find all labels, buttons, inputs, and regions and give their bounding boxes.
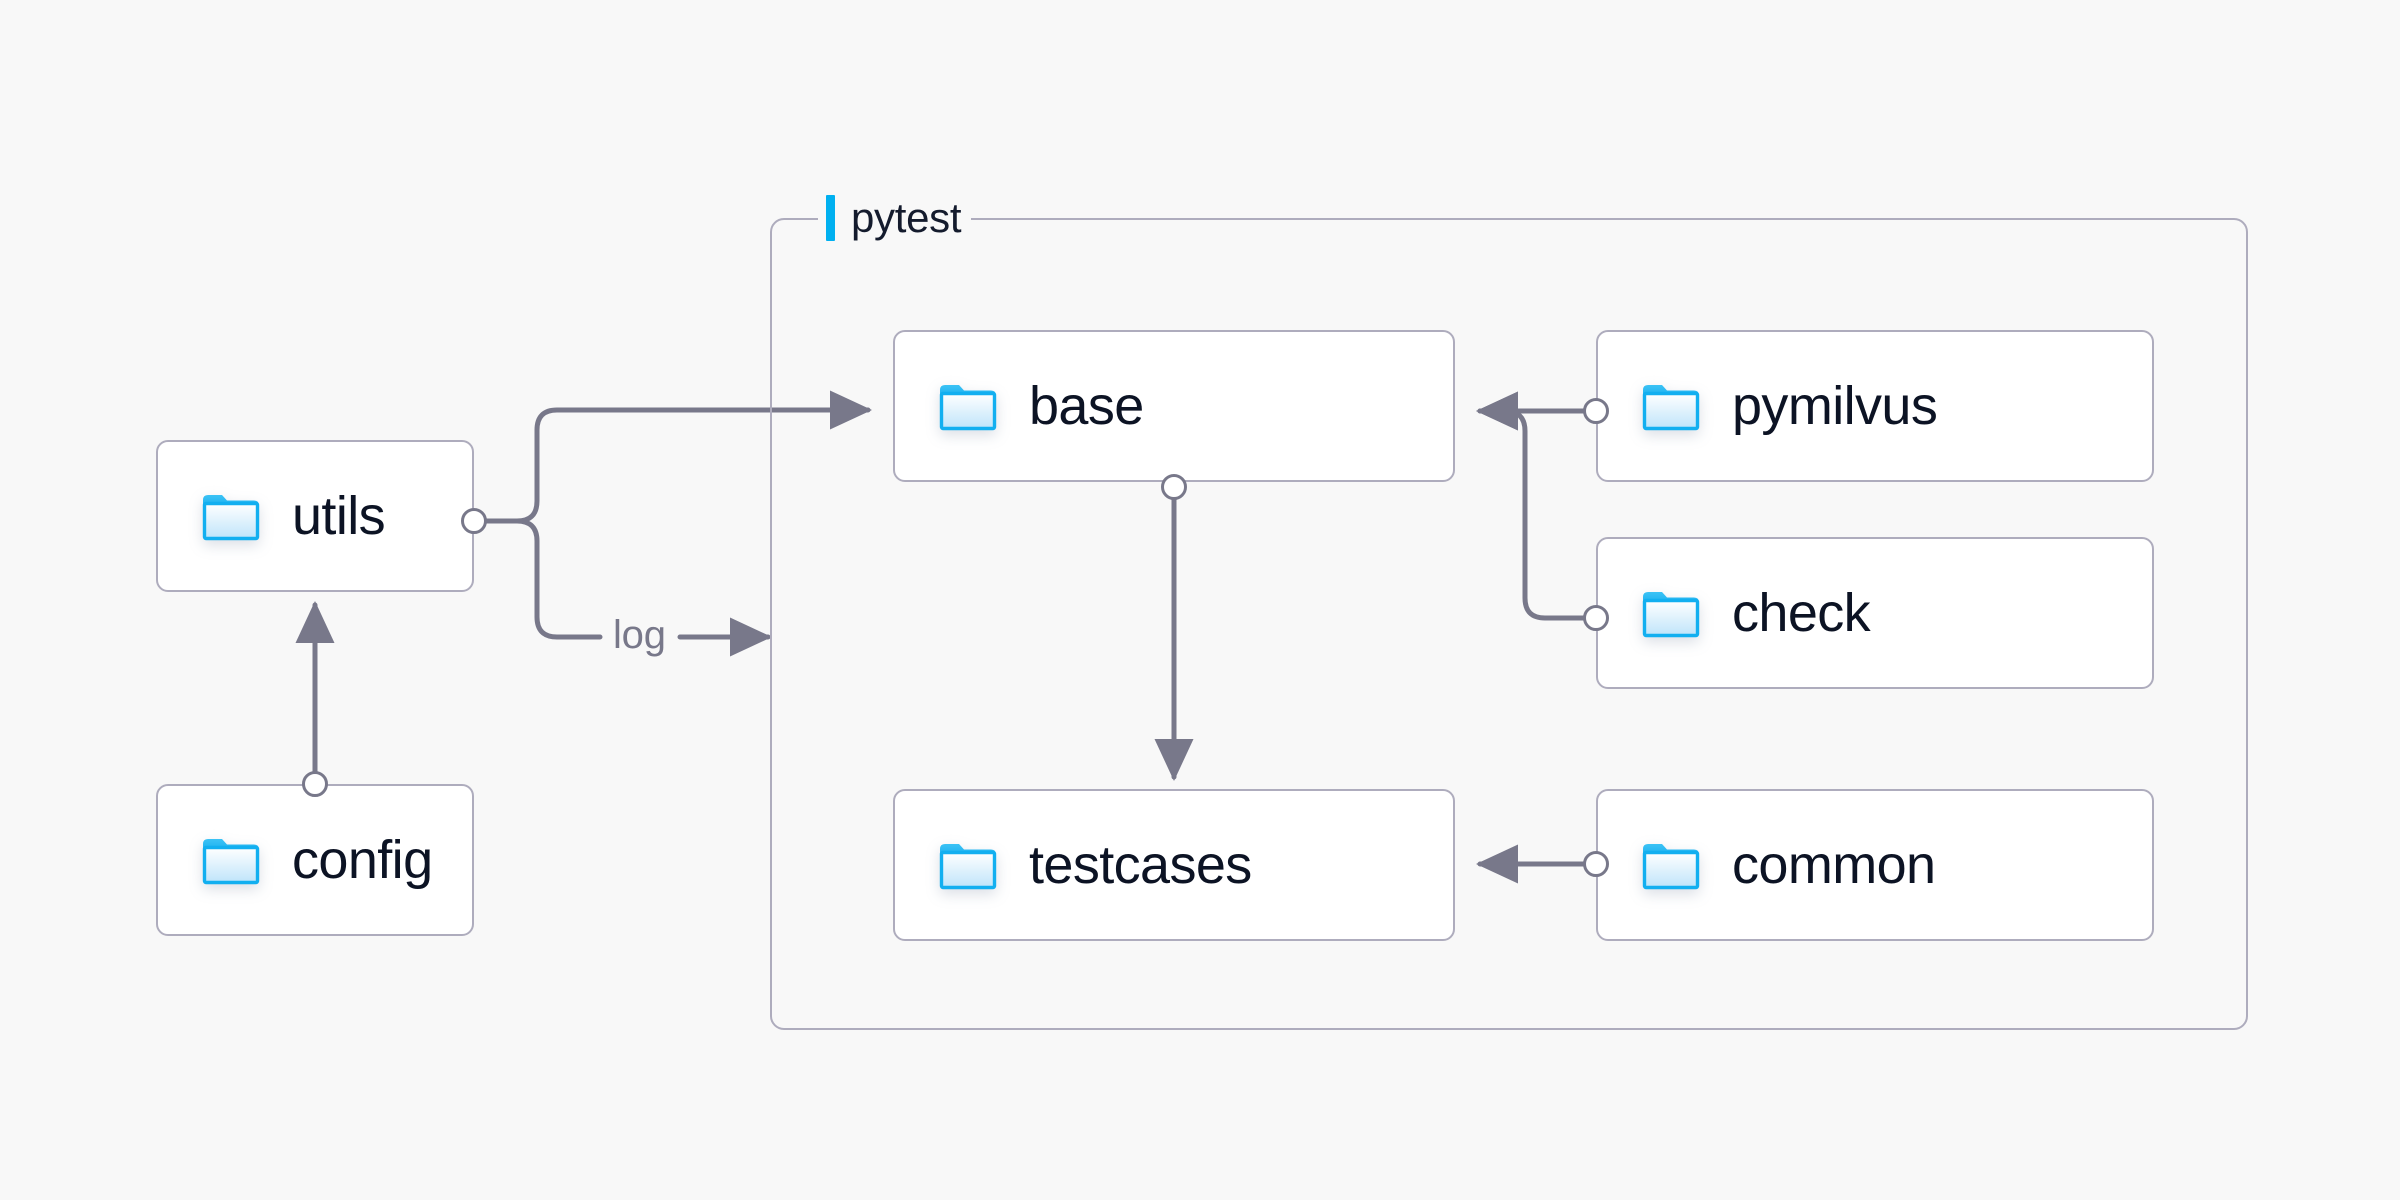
group-label-text: pytest [851,194,962,241]
folder-icon [1640,838,1702,892]
node-config[interactable]: config [156,784,474,936]
node-label-utils: utils [292,486,386,546]
folder-icon [937,838,999,892]
node-common[interactable]: common [1596,789,2154,941]
port-check-left[interactable] [1583,605,1609,631]
port-pymilvus-left[interactable] [1583,398,1609,424]
node-label-check: check [1732,583,1871,643]
node-utils[interactable]: utils [156,440,474,592]
group-container-pytest[interactable] [770,218,2248,1030]
group-accent-bar [826,195,835,241]
node-base[interactable]: base [893,330,1455,482]
port-config-top[interactable] [302,771,328,797]
folder-icon [1640,379,1702,433]
node-label-config: config [292,830,433,890]
node-label-base: base [1029,376,1144,436]
folder-icon [937,379,999,433]
node-label-pymilvus: pymilvus [1732,376,1938,436]
folder-icon [200,489,262,543]
port-base-bottom[interactable] [1161,474,1187,500]
port-utils-right[interactable] [461,508,487,534]
node-testcases[interactable]: testcases [893,789,1455,941]
edge-label-log-label: log [605,613,674,658]
group-label-pytest[interactable]: pytest [818,191,972,245]
node-label-common: common [1732,835,1936,895]
node-label-testcases: testcases [1029,835,1252,895]
node-pymilvus[interactable]: pymilvus [1596,330,2154,482]
port-common-left[interactable] [1583,851,1609,877]
folder-icon [200,833,262,887]
node-check[interactable]: check [1596,537,2154,689]
folder-icon [1640,586,1702,640]
